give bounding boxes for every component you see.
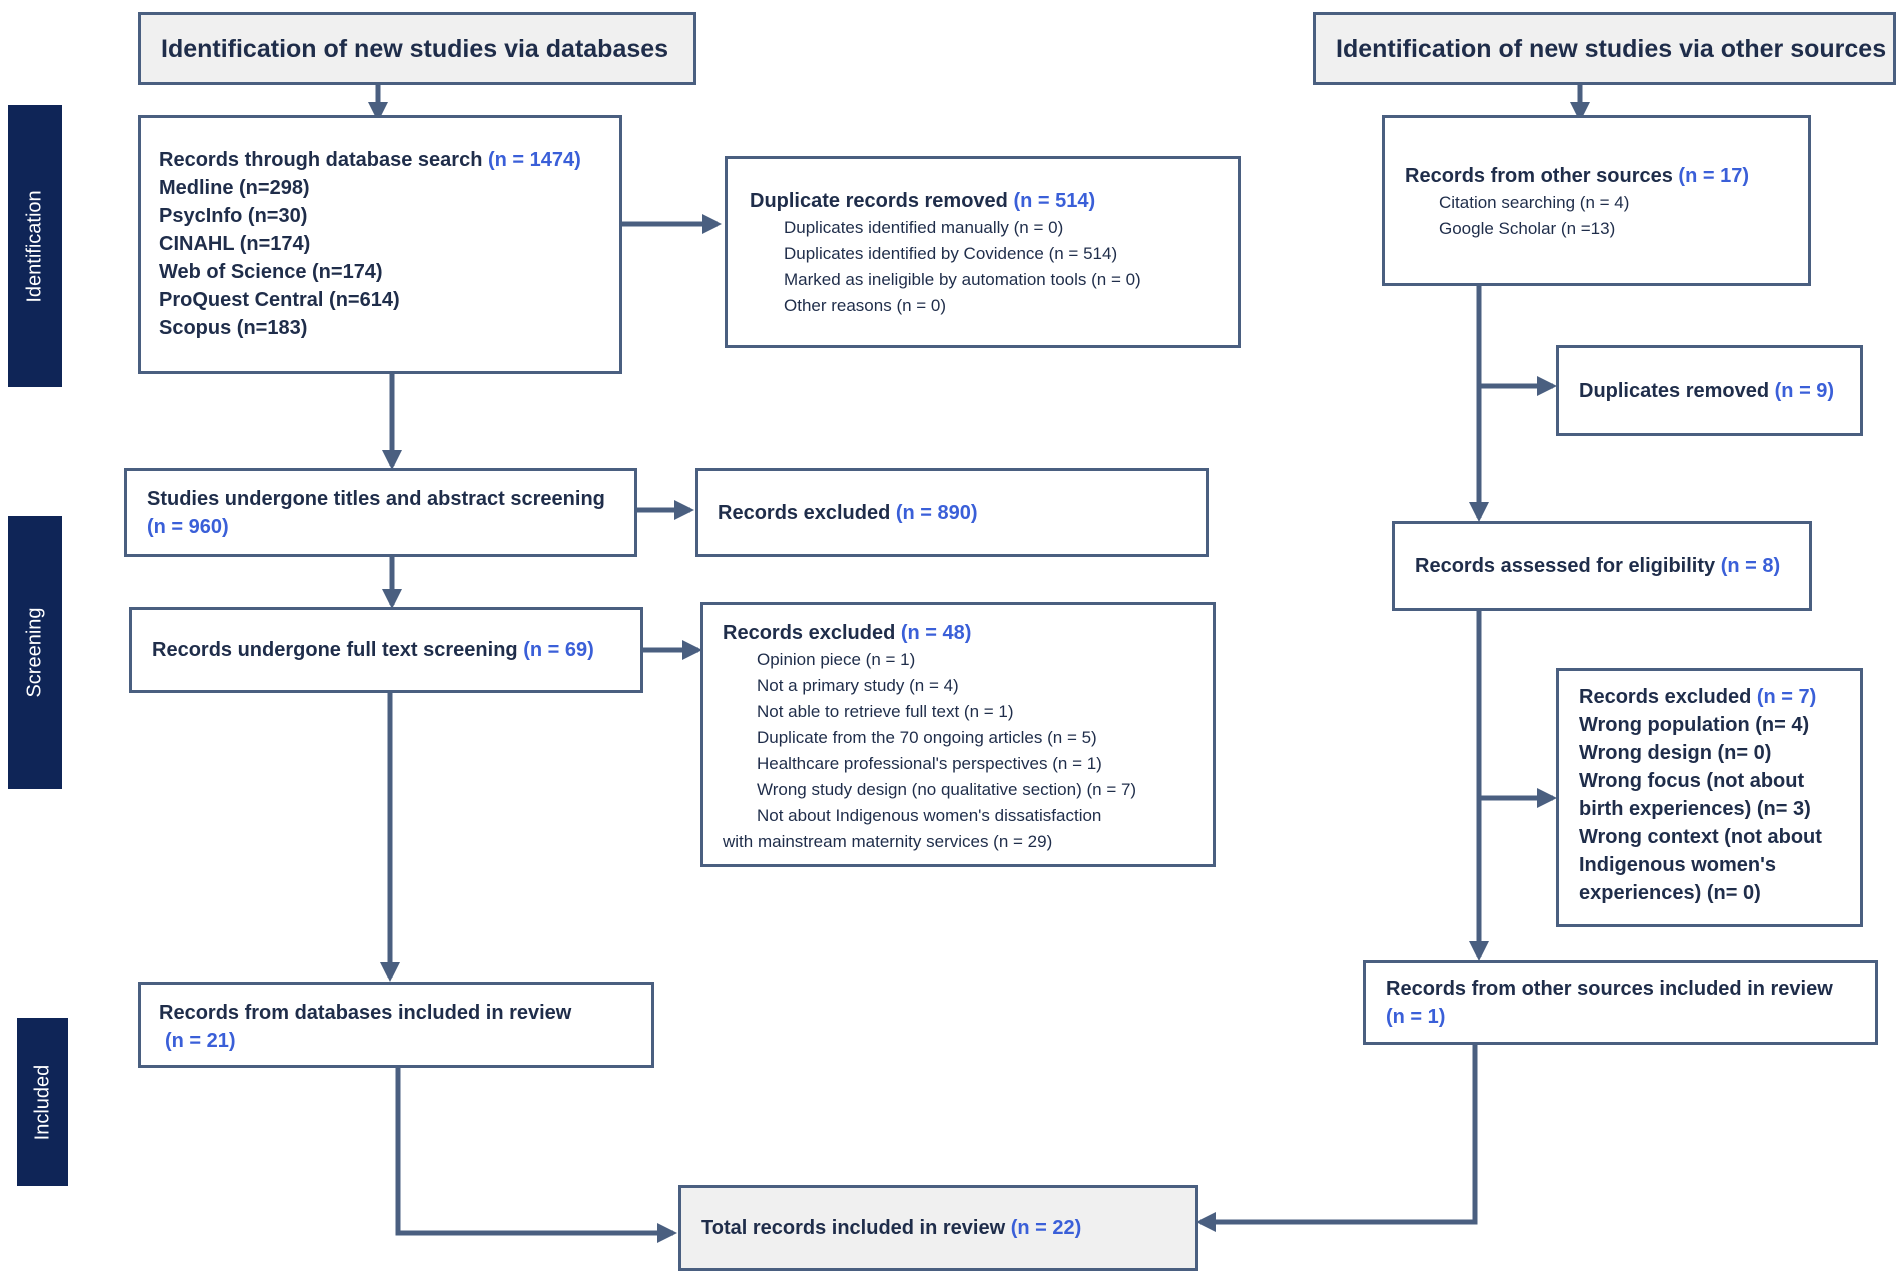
fulltext-screening-label: Records undergone full text screening (n… — [152, 639, 594, 661]
other-included-label: Records from other sources included in r… — [1386, 978, 1833, 1000]
assessed-eligibility-label: Records assessed for eligibility (n = 8) — [1415, 555, 1781, 577]
exclusion-reason: Not a primary study (n = 4) — [757, 676, 959, 695]
title-screening-box: Studies undergone titles and abstract sc… — [124, 468, 637, 557]
other-excluded-reason: Wrong design (n= 0) — [1579, 742, 1772, 764]
other-duplicates-box: Duplicates removed (n = 9) — [1556, 345, 1863, 436]
other-excluded-title: Records excluded (n = 7) — [1579, 686, 1817, 708]
stage-included-label: Included — [31, 1064, 53, 1140]
excluded-fulltext-title: Records excluded (n = 48) — [723, 622, 972, 644]
duplicates-item: Other reasons (n = 0) — [784, 296, 947, 315]
total-included-label: Total records included in review (n = 22… — [701, 1217, 1082, 1239]
exclusion-reason: Wrong study design (no qualitative secti… — [757, 780, 1137, 799]
title-screening-label: Studies undergone titles and abstract sc… — [147, 488, 605, 510]
exclusion-reason: Duplicate from the 70 ongoing articles (… — [757, 728, 1097, 747]
databases-included-count: (n = 21) — [165, 1030, 236, 1052]
exclusion-reason: Healthcare professional's perspectives (… — [757, 754, 1102, 773]
other-excluded-reason: Indigenous women's — [1579, 854, 1776, 876]
stage-identification: Identification — [8, 105, 62, 387]
assessed-eligibility-box: Records assessed for eligibility (n = 8) — [1392, 521, 1812, 611]
stage-screening-label: Screening — [23, 607, 46, 698]
other-sources-header: Identification of new studies via other … — [1313, 12, 1896, 85]
database-search-box: Records through database search (n = 147… — [138, 115, 622, 374]
other-excluded-reason: birth experiences) (n= 3) — [1579, 798, 1811, 820]
other-sources-header-title: Identification of new studies via other … — [1336, 34, 1887, 63]
other-excluded-box: Records excluded (n = 7) Wrong populatio… — [1556, 668, 1863, 927]
database-search-title: Records through database search (n = 147… — [159, 149, 581, 171]
database-source-item: Scopus (n=183) — [159, 317, 308, 339]
databases-header: Identification of new studies via databa… — [138, 12, 696, 85]
other-excluded-reason: experiences) (n= 0) — [1579, 882, 1761, 904]
databases-header-title: Identification of new studies via databa… — [161, 34, 669, 63]
other-excluded-reason: Wrong context (not about — [1579, 826, 1822, 848]
database-source-item: Medline (n=298) — [159, 177, 310, 199]
duplicates-item: Duplicates identified manually (n = 0) — [784, 218, 1064, 237]
total-included-box: Total records included in review (n = 22… — [678, 1185, 1198, 1271]
fulltext-screening-box: Records undergone full text screening (n… — [129, 607, 643, 693]
excluded-titles-box: Records excluded (n = 890) — [695, 468, 1209, 557]
stage-identification-label: Identification — [23, 189, 46, 303]
databases-included-box: Records from databases included in revie… — [138, 982, 654, 1068]
exclusion-reason-continued: with mainstream maternity services (n = … — [723, 832, 1053, 851]
stage-screening: Screening — [8, 516, 62, 789]
other-records-title: Records from other sources (n = 17) — [1405, 165, 1749, 187]
database-source-item: Web of Science (n=174) — [159, 261, 383, 283]
databases-included-label: Records from databases included in revie… — [159, 1002, 572, 1024]
duplicates-removed-box: Duplicate records removed (n = 514) Dupl… — [725, 156, 1241, 348]
duplicates-removed-title: Duplicate records removed (n = 514) — [750, 190, 1096, 212]
other-source-item: Citation searching (n = 4) — [1439, 193, 1630, 212]
excluded-fulltext-box: Records excluded (n = 48) Opinion piece … — [700, 602, 1216, 867]
other-duplicates-label: Duplicates removed (n = 9) — [1579, 379, 1835, 402]
database-source-item: CINAHL (n=174) — [159, 233, 311, 255]
exclusion-reason: Not about Indigenous women's dissatisfac… — [757, 806, 1102, 825]
other-source-item: Google Scholar (n =13) — [1439, 219, 1616, 238]
title-screening-count: (n = 960) — [147, 516, 229, 538]
arrow-other-included-to-total — [1196, 1045, 1478, 1232]
other-included-count: (n = 1) — [1386, 1006, 1446, 1028]
exclusion-reason: Not able to retrieve full text (n = 1) — [757, 702, 1014, 721]
other-excluded-reason: Wrong population (n= 4) — [1579, 714, 1810, 736]
other-included-box: Records from other sources included in r… — [1363, 960, 1878, 1045]
duplicates-item: Marked as ineligible by automation tools… — [784, 270, 1141, 289]
duplicates-item: Duplicates identified by Covidence (n = … — [784, 244, 1118, 263]
other-excluded-reason: Wrong focus (not about — [1579, 770, 1805, 792]
other-records-box: Records from other sources (n = 17) Cita… — [1382, 115, 1811, 286]
stage-included: Included — [17, 1018, 68, 1186]
database-source-item: ProQuest Central (n=614) — [159, 289, 400, 311]
exclusion-reason: Opinion piece (n = 1) — [757, 650, 916, 669]
excluded-titles-label: Records excluded (n = 890) — [718, 501, 978, 524]
database-source-item: PsycInfo (n=30) — [159, 205, 308, 227]
arrow-db-included-to-total — [395, 1068, 677, 1243]
